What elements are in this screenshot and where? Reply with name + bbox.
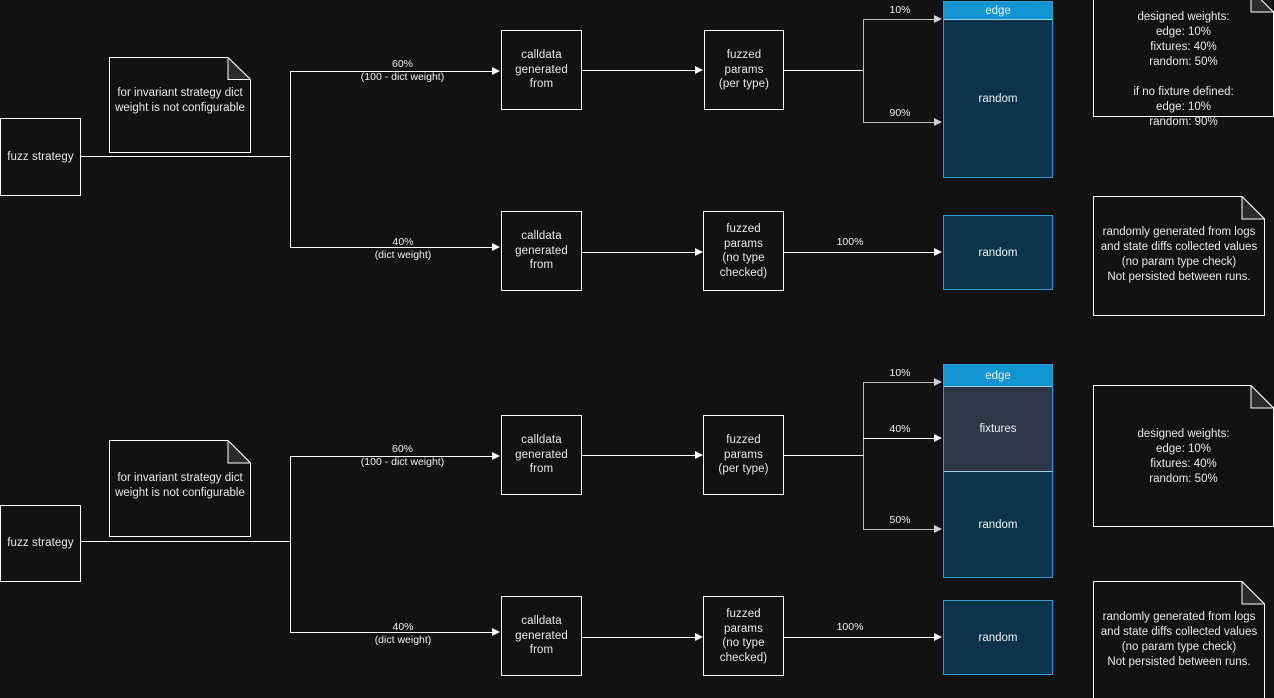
node-fuzz-strategy-top[interactable]: fuzz strategy: [0, 118, 81, 196]
node-fuzz-strategy-bottom[interactable]: fuzz strategy: [0, 505, 81, 582]
connector-90-top: [863, 122, 934, 123]
stack-segment-random-bottom-lower[interactable]: random: [944, 601, 1052, 674]
note-dict-weight-top-text: for invariant strategy dict weight is no…: [115, 87, 245, 114]
edge-label-50-bottom: 50%: [889, 514, 911, 526]
stack-segment-random-bottom[interactable]: random: [944, 471, 1052, 577]
edge-label-10-top: 10%: [889, 4, 911, 16]
arrowhead-100-top: [934, 248, 942, 256]
edge-label-40-top: 40% (dict weight): [374, 236, 432, 261]
connector-calldata-params-top-lower: [582, 252, 695, 253]
connector-split-vertical-top-upper: [863, 19, 864, 122]
edge-label-40-split-bottom: 40%: [889, 423, 911, 435]
arrowhead-calldata-params-top-upper: [695, 66, 703, 74]
connector-40-bottom: [290, 632, 492, 633]
stack-bottom-lower: random: [943, 600, 1053, 675]
arrowhead-10-bottom: [934, 378, 942, 386]
node-calldata-bottom-upper[interactable]: calldata generated from: [501, 415, 582, 495]
connector-calldata-params-top-upper: [582, 70, 695, 71]
connector-split-vertical-bottom-upper: [863, 382, 864, 529]
connector-params-split-bottom-upper: [784, 455, 863, 456]
edge-label-60-bottom: 60% (100 - dict weight): [360, 443, 445, 468]
edge-label-100-top: 100%: [836, 236, 864, 248]
arrowhead-40-top: [492, 243, 500, 251]
connector-root-trunk-bottom: [81, 541, 290, 542]
connector-40-split-bottom: [863, 438, 934, 439]
note-designed-weights-bottom: designed weights: edge: 10% fixtures: 40…: [1093, 385, 1274, 527]
connector-100-bottom: [784, 637, 934, 638]
connector-40-top: [290, 247, 492, 248]
connector-root-split-bottom: [290, 456, 291, 633]
note-designed-weights-bottom-text: designed weights: edge: 10% fixtures: 40…: [1137, 428, 1230, 485]
edge-label-100-bottom: 100%: [836, 621, 864, 633]
connector-calldata-params-bottom-lower: [582, 637, 695, 638]
arrowhead-100-bottom: [934, 633, 942, 641]
connector-root-trunk-top: [81, 156, 290, 157]
stack-segment-random-top[interactable]: random: [944, 19, 1052, 177]
node-params-top-lower[interactable]: fuzzed params (no type checked): [703, 211, 784, 291]
arrowhead-40-bottom: [492, 628, 500, 636]
arrowhead-90-top: [934, 118, 942, 126]
note-randomly-generated-top-text: randomly generated from logs and state d…: [1100, 226, 1258, 283]
arrowhead-calldata-params-bottom-upper: [695, 451, 703, 459]
node-calldata-top-lower[interactable]: calldata generated from: [501, 211, 582, 291]
connector-60-top: [290, 71, 492, 72]
stack-segment-random-top-lower[interactable]: random: [944, 216, 1052, 289]
connector-60-bottom: [290, 456, 492, 457]
stack-top-lower: random: [943, 215, 1053, 290]
note-randomly-generated-bottom-text: randomly generated from logs and state d…: [1100, 611, 1258, 668]
note-designed-weights-top-text: designed weights: edge: 10% fixtures: 40…: [1133, 11, 1234, 128]
edge-label-10-bottom: 10%: [889, 367, 911, 379]
arrowhead-40-split-bottom: [934, 434, 942, 442]
note-dict-weight-bottom-text: for invariant strategy dict weight is no…: [115, 472, 245, 499]
stack-segment-edge-top[interactable]: edge: [944, 2, 1052, 20]
node-calldata-top-upper[interactable]: calldata generated from: [501, 30, 582, 110]
connector-100-top: [784, 252, 934, 253]
edge-label-90-top: 90%: [889, 107, 911, 119]
connector-params-split-top-upper: [784, 70, 863, 71]
node-params-bottom-lower[interactable]: fuzzed params (no type checked): [703, 596, 784, 676]
note-dict-weight-bottom: for invariant strategy dict weight is no…: [109, 440, 251, 537]
connector-50-bottom: [863, 529, 934, 530]
stack-top-upper: edge random: [943, 1, 1053, 178]
note-randomly-generated-top: randomly generated from logs and state d…: [1093, 196, 1265, 316]
connector-10-bottom: [863, 382, 934, 383]
arrowhead-60-top: [492, 67, 500, 75]
note-randomly-generated-bottom: randomly generated from logs and state d…: [1093, 581, 1265, 698]
stack-segment-edge-bottom[interactable]: edge: [944, 365, 1052, 386]
node-calldata-bottom-lower[interactable]: calldata generated from: [501, 596, 582, 676]
note-dict-weight-top: for invariant strategy dict weight is no…: [109, 57, 251, 153]
arrowhead-10-top: [934, 15, 942, 23]
stack-segment-fixtures-bottom[interactable]: fixtures: [944, 386, 1052, 471]
node-params-bottom-upper[interactable]: fuzzed params (per type): [703, 415, 784, 495]
edge-label-40-bottom: 40% (dict weight): [374, 621, 432, 646]
connector-root-split-top: [290, 71, 291, 248]
note-designed-weights-top: designed weights: edge: 10% fixtures: 40…: [1093, 0, 1274, 128]
stack-bottom-upper: edge fixtures random: [943, 364, 1053, 578]
arrowhead-60-bottom: [492, 452, 500, 460]
edge-label-60-top: 60% (100 - dict weight): [360, 58, 445, 83]
arrowhead-calldata-params-bottom-lower: [695, 633, 703, 641]
connector-10-top: [863, 19, 934, 20]
arrowhead-calldata-params-top-lower: [695, 248, 703, 256]
node-params-top-upper[interactable]: fuzzed params (per type): [704, 30, 784, 110]
connector-calldata-params-bottom-upper: [582, 455, 695, 456]
arrowhead-50-bottom: [934, 525, 942, 533]
